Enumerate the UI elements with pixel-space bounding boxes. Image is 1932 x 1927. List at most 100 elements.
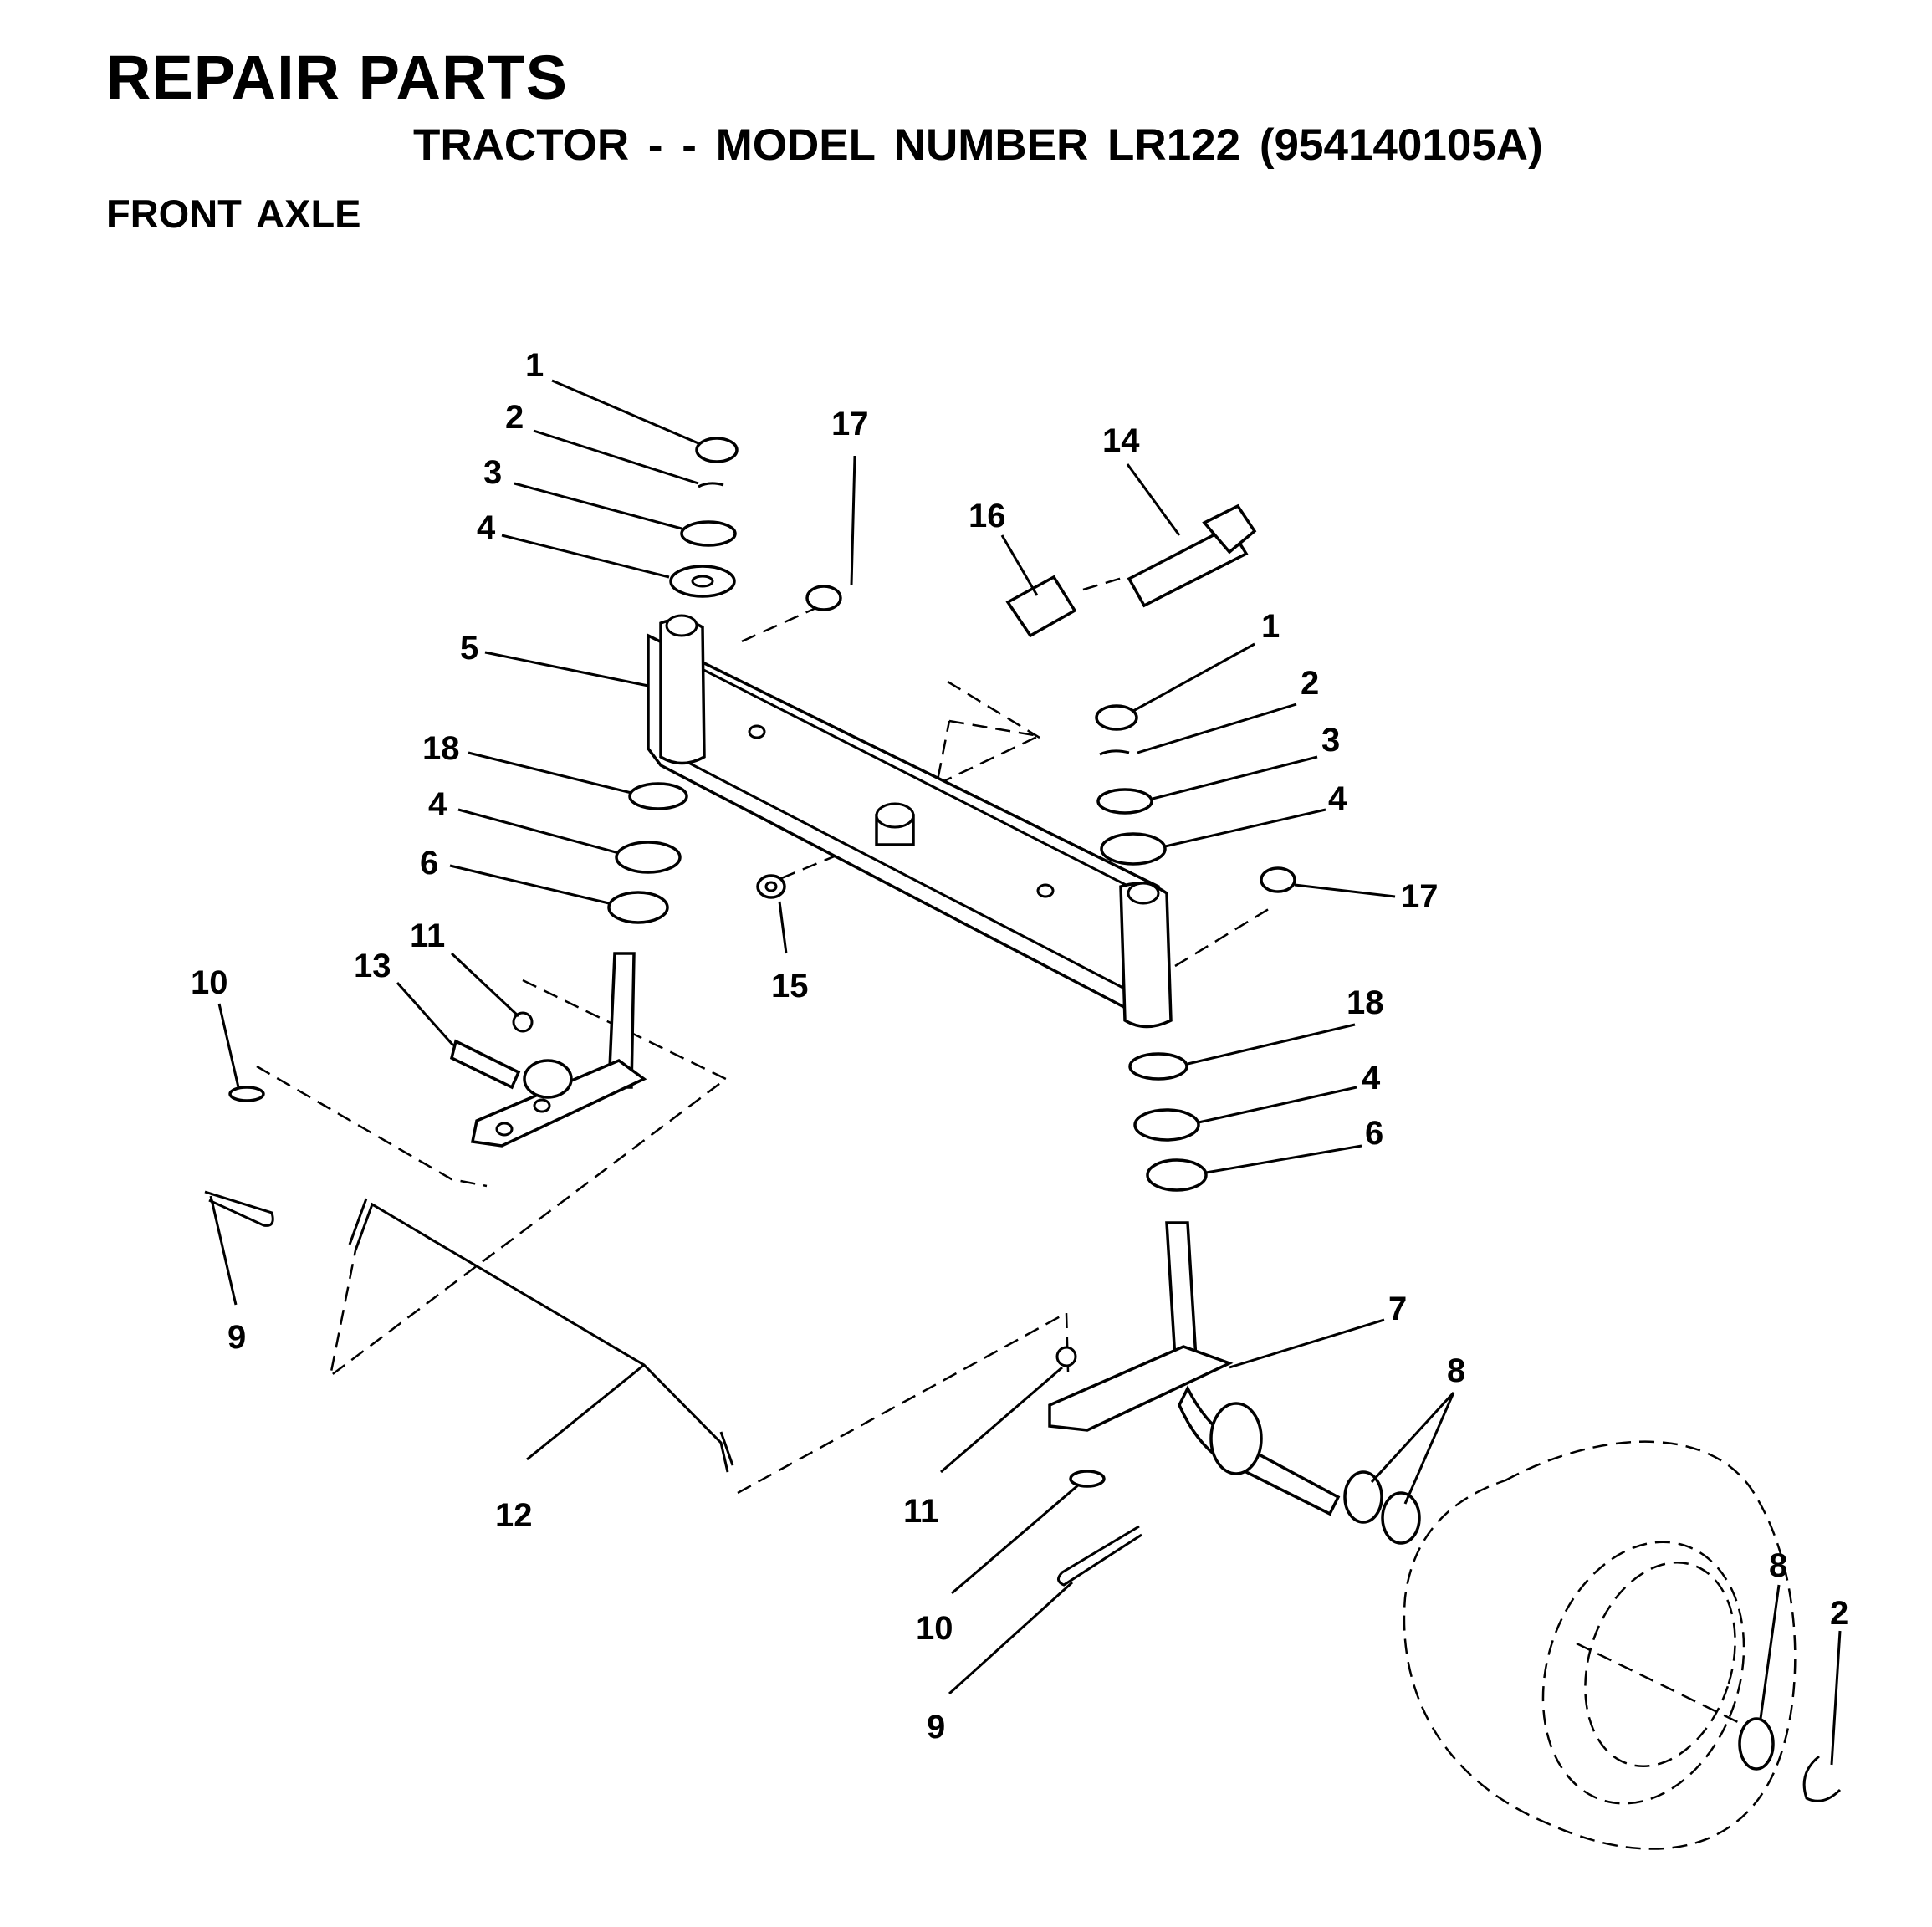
callout-2: 2 [1301,665,1319,702]
leader-4b [457,808,620,855]
dash-wheel-axis [1576,1642,1740,1725]
leader-12 [526,1363,645,1461]
leader-3a [514,482,682,530]
dash-fitting-a [735,605,820,646]
leader-2a [533,429,699,485]
callout-16: 16 [969,498,1006,534]
callout-9: 9 [927,1709,945,1746]
callout-1: 1 [525,347,544,384]
tie-rod-12-end-right [719,1431,734,1466]
beam-hole-a [748,724,766,739]
washer-8-b [1381,1491,1421,1545]
beam-pivot-bore [875,802,915,829]
leader-7 [1229,1318,1385,1369]
leader-4c [1164,808,1326,848]
leader-16 [1000,534,1039,596]
cap-1-left [695,437,739,463]
leader-17b [1294,883,1396,898]
callout-15: 15 [771,968,809,1004]
callout-2: 2 [1830,1595,1848,1632]
leader-15 [778,901,788,954]
washer-18-right [1128,1052,1188,1081]
dash-tie-rod-left [329,979,728,1378]
washer-10-left [228,1086,265,1102]
callout-labels: 1 2 3 4 5 18 4 6 17 14 16 1 2 3 4 17 15 … [191,347,1848,1746]
leader-lines [209,379,1842,1766]
callout-18: 18 [1347,984,1384,1021]
callout-2: 2 [505,399,524,436]
dash-bolt [1082,575,1126,591]
page-title: REPAIR PARTS [106,43,568,112]
callout-9: 9 [227,1319,246,1356]
spindle-arm-left [470,1059,647,1148]
callout-3: 3 [1321,722,1340,759]
model-subtitle: TRACTOR - - MODEL NUMBER LR122 (95414010… [413,120,1543,170]
callout-1: 1 [1261,608,1280,645]
spindle-axle-right [1178,1385,1341,1516]
dash-rim-outer [1541,1541,1745,1805]
bushing-6-right [1146,1158,1208,1192]
leader-1b [1132,642,1255,713]
clip-2-wheel [1802,1755,1842,1802]
callout-18: 18 [422,730,460,767]
spindle-shaft-right [1165,1221,1198,1361]
axle-beam-right-boss [1119,882,1173,1029]
spindle-shaft-left [607,952,636,1089]
nut-11-left [512,1011,534,1033]
spindle-collar-right [1209,1402,1263,1475]
axle-beam [647,614,1173,1029]
leader-9a [209,1195,238,1306]
leader-9b [948,1581,1074,1695]
callout-3: 3 [483,454,502,491]
left-king-pin-stack [204,437,739,1227]
grease-fitting-17-left [805,585,842,611]
callout-17: 17 [1401,878,1439,915]
leader-18b [1187,1023,1356,1066]
washer-10-right [1069,1470,1106,1488]
leader-6b [1205,1144,1362,1174]
bearing-4-right-top [1100,832,1167,866]
bushing-6-left [607,891,669,924]
cotter-pin-9-right [1057,1525,1142,1587]
leader-11b [940,1366,1063,1474]
cotter-pin-9-left [204,1190,274,1227]
leader-8a [1370,1391,1455,1484]
callout-17: 17 [831,406,869,442]
leader-6a [449,864,610,905]
callout-11: 11 [903,1493,938,1530]
callout-7: 7 [1388,1291,1407,1327]
leader-4d [1198,1086,1357,1124]
washer-8-a [1343,1470,1383,1524]
callout-4: 4 [428,786,447,823]
washer-18-left [628,782,688,810]
center-parts [348,503,1296,1473]
spindle-hub-left [523,1059,573,1099]
dash-tire-outline [1403,1440,1797,1850]
arm-hole-left-b [495,1122,514,1137]
leader-11a [450,952,520,1018]
callout-8: 8 [1769,1547,1787,1584]
leader-8a2 [1403,1392,1455,1505]
leader-17a [850,455,856,586]
callout-4: 4 [1328,780,1347,817]
ring-2-left [698,482,724,488]
callout-13: 13 [354,948,391,984]
washer-8-c [1738,1717,1775,1771]
nut-15-bore [764,881,778,892]
callout-6: 6 [420,845,438,882]
grease-fitting-17-right [1260,866,1296,893]
spindle-arm-right [1048,1345,1234,1432]
bolt-14-head [1202,503,1257,555]
callout-12: 12 [495,1497,533,1534]
callout-5: 5 [460,630,478,667]
leader-4a [501,534,670,579]
ring-2-right [1099,749,1130,756]
leader-2c [1830,1630,1842,1766]
tie-rod-12-end-left [348,1198,368,1245]
dash-tie-rod-right [737,1311,1070,1495]
leader-8b [1759,1584,1781,1720]
dash-fitting-b [1174,906,1272,968]
callout-11: 11 [410,917,445,954]
right-king-pin-stack [1048,704,1842,1802]
